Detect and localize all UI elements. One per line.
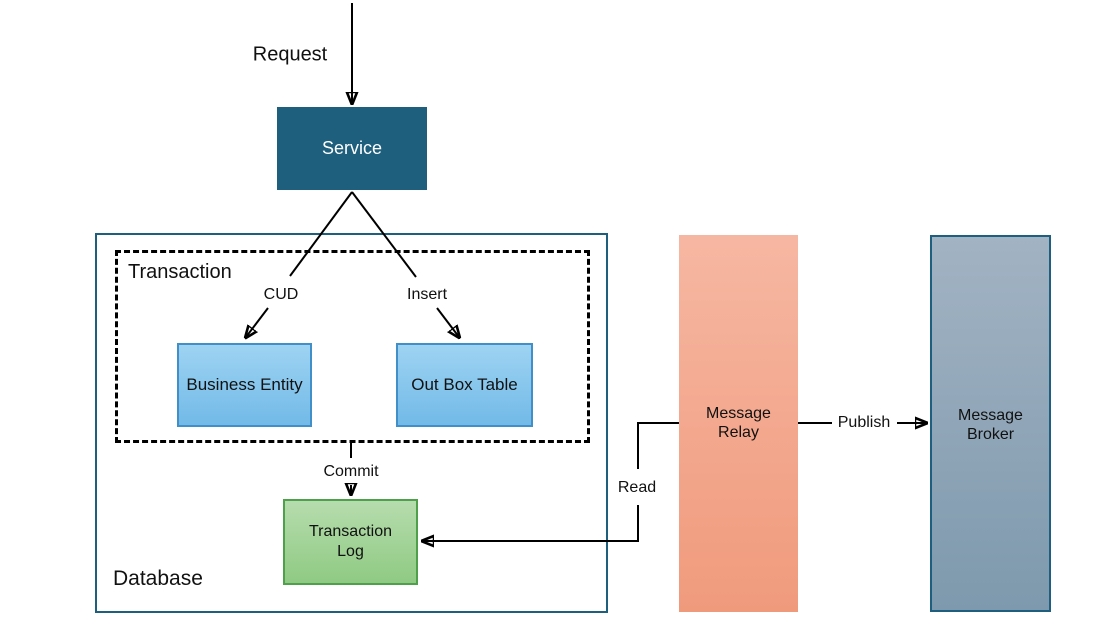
- insert-label: Insert: [404, 286, 450, 304]
- publish-label: Publish: [835, 414, 893, 432]
- database-label: Database: [113, 567, 203, 590]
- read-label: Read: [615, 479, 659, 497]
- outbox-table-label: Out Box Table: [411, 375, 518, 394]
- message-relay-node: Message Relay: [679, 235, 798, 612]
- message-broker-label-line1: Message: [958, 406, 1023, 424]
- request-label: Request: [250, 43, 330, 67]
- message-relay-label-line2: Relay: [718, 424, 759, 441]
- transaction-log-label-line2: Log: [337, 543, 364, 560]
- transaction-log-label-line1: Transaction: [309, 523, 392, 540]
- message-broker-label: Message Broker: [932, 406, 1049, 444]
- message-broker-label-line2: Broker: [966, 426, 1015, 443]
- transaction-log-node: Transaction Log: [283, 499, 418, 585]
- cud-label: CUD: [261, 286, 301, 304]
- message-relay-label-line1: Message: [706, 404, 771, 422]
- outbox-table-node: Out Box Table: [396, 343, 533, 427]
- read-connector-top: [637, 422, 679, 469]
- transaction-label: Transaction: [128, 261, 232, 283]
- commit-label: Commit: [321, 463, 381, 481]
- message-relay-label: Message Relay: [679, 404, 798, 442]
- transaction-log-label: Transaction Log: [309, 522, 392, 562]
- service-node: Service: [277, 107, 427, 190]
- business-entity-label: Business Entity: [186, 375, 303, 394]
- message-broker-node: Message Broker: [930, 235, 1051, 612]
- business-entity-node: Business Entity: [177, 343, 312, 427]
- service-label: Service: [321, 138, 383, 158]
